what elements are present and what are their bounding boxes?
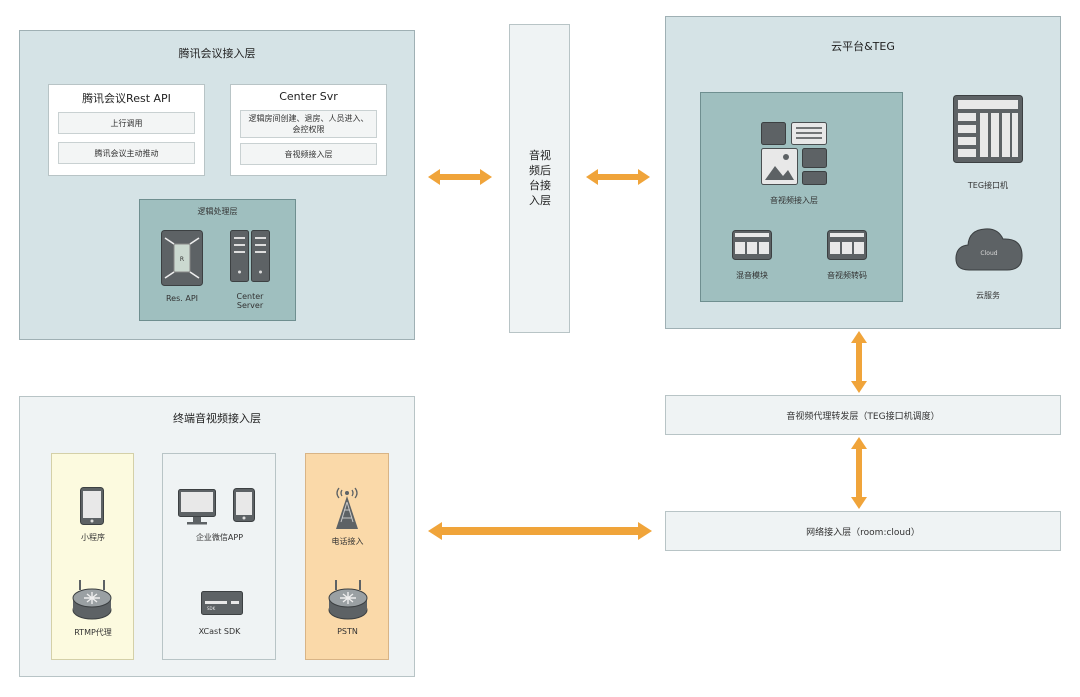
arrow-tencent-backend — [428, 169, 492, 185]
phone-access-label: 电话接入 — [331, 537, 364, 546]
cloud-icon: Cloud — [955, 228, 1023, 271]
cloud-teg-title: 云平台&TEG — [831, 40, 895, 53]
av-backend-panel — [509, 24, 570, 333]
xcast-label: XCast SDK — [198, 627, 241, 636]
arrow-proxy-network — [851, 437, 867, 509]
network-layer-title: 网络接入层（room:cloud） — [806, 528, 920, 538]
rtmp-router-icon — [72, 580, 112, 620]
mini-program-label: 小程序 — [81, 533, 105, 542]
logic-layer-title: 逻辑处理层 — [197, 207, 238, 216]
cell-tower-icon — [336, 487, 358, 529]
arrow-terminal-network — [428, 522, 652, 540]
arrow-cloud-proxy — [851, 331, 867, 393]
cloud-service-label: 云服务 — [976, 291, 1000, 300]
cloud-text: Cloud — [980, 250, 997, 257]
tablet-icon-2 — [233, 488, 255, 522]
pstn-label: PSTN — [337, 627, 358, 636]
network-layer-box — [665, 511, 1061, 551]
wechat-work-label: 企业微信APP — [195, 533, 244, 542]
rtmp-label: RTMP代理 — [74, 628, 112, 637]
pstn-router-icon — [328, 580, 368, 620]
mix-module-icon — [732, 230, 772, 260]
rest-api-title: 腾讯会议Rest API — [82, 92, 171, 105]
proxy-layer-title: 音视频代理转发层（TEG接口机调度） — [786, 412, 940, 422]
arrow-backend-cloud — [586, 169, 650, 185]
rest-api-item-upstream: 上行调用 — [58, 112, 195, 134]
transcode-icon — [827, 230, 867, 260]
terminal-access-title: 终端音视频接入层 — [173, 412, 261, 425]
rest-api-router-icon: R — [161, 230, 203, 286]
mix-module-label: 混音模块 — [736, 271, 768, 280]
transcode-label: 音视频转码 — [827, 271, 867, 280]
media-layout-icon — [761, 122, 827, 185]
center-svr-title: Center Svr — [279, 90, 338, 103]
sdk-icon: SDK — [201, 591, 243, 615]
teg-interface-icon — [953, 95, 1023, 163]
center-svr-item-av: 音视频接入层 — [240, 143, 377, 165]
proxy-layer-box — [665, 395, 1061, 435]
monitor-icon — [178, 489, 216, 525]
rest-api-item-push: 腾讯会议主动推动 — [58, 142, 195, 164]
av-access-label: 音视频接入层 — [770, 196, 818, 205]
av-backend-title: 音视频后台接入层 — [529, 149, 551, 207]
center-server-label: Center Server — [236, 292, 264, 310]
tencent-access-title: 腾讯会议接入层 — [178, 47, 256, 60]
res-api-label: Res. API — [165, 294, 199, 303]
center-svr-item-room: 逻辑房间创建、退房、人员进入、会控权限 — [240, 110, 377, 138]
sdk-text: SDK — [207, 606, 216, 611]
teg-interface-label: TEG接口机 — [967, 181, 1009, 190]
center-server-icon — [230, 230, 270, 282]
router-letter: R — [180, 256, 184, 263]
tablet-icon — [80, 487, 104, 525]
phone-access-column — [305, 453, 389, 660]
wechat-work-column — [162, 453, 276, 660]
